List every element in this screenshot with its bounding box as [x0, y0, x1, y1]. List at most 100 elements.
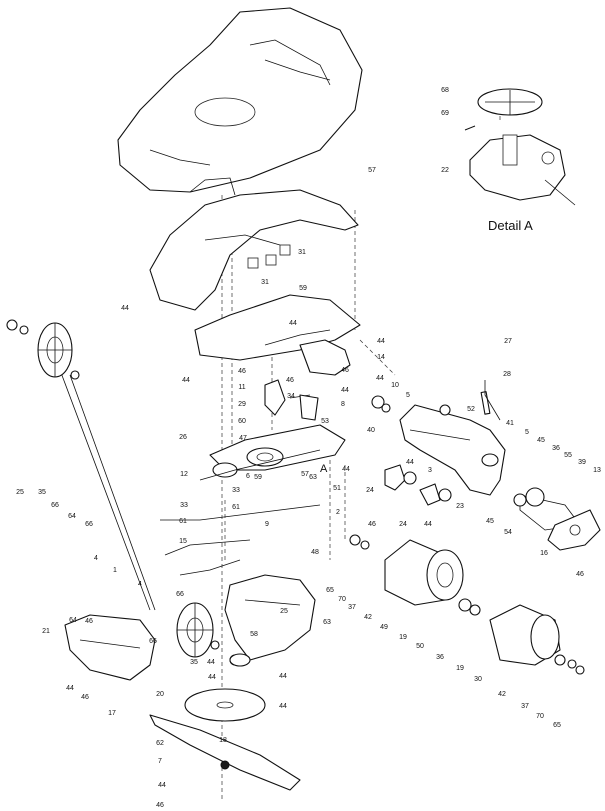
front-bracket: [64, 614, 156, 681]
part-number-label: 41: [506, 420, 514, 427]
cutting-blade: [149, 714, 301, 791]
part-number-label: 42: [364, 614, 372, 621]
part-number-label: 44: [279, 703, 287, 710]
part-number-label: 70: [536, 713, 544, 720]
part-number-label: 25: [16, 489, 24, 496]
part-number-label: 42: [498, 691, 506, 698]
part-number-label: 55: [564, 452, 572, 459]
part-number-label: 44: [342, 466, 350, 473]
part-number-label: 44: [158, 782, 166, 789]
part-number-label: 16: [540, 550, 548, 557]
part-number-label: 44: [376, 375, 384, 382]
part-number-label: 8: [341, 401, 345, 408]
part-number-label: 61: [179, 518, 187, 525]
part-number-label: 4: [138, 581, 142, 588]
part-number-label: 53: [321, 418, 329, 425]
rear-housing: [224, 574, 316, 667]
part-number-label: 22: [441, 167, 449, 174]
part-number-label: 12: [180, 471, 188, 478]
part-number-label: 50: [416, 643, 424, 650]
part-number-label: 65: [326, 587, 334, 594]
part-number-label: 29: [238, 401, 246, 408]
part-number-label: 52: [467, 406, 475, 413]
part-number-label: 48: [311, 549, 319, 556]
part-number-label: 44: [207, 659, 215, 666]
part-number-label: 34: [287, 393, 295, 400]
part-number-label: 4: [94, 555, 98, 562]
detail-a-gearbox: [464, 88, 576, 206]
part-number-label: 31: [298, 249, 306, 256]
part-number-label: 36: [552, 445, 560, 452]
part-number-label: 46: [368, 521, 376, 528]
part-number-label: 66: [85, 521, 93, 528]
rear-wheel: [176, 602, 214, 658]
part-number-label: 11: [238, 384, 245, 391]
part-number-label: 44: [208, 674, 216, 681]
part-number-label: 37: [521, 703, 529, 710]
rear-roller-secondary: [489, 604, 561, 666]
front-wheel-left: [37, 322, 73, 378]
part-number-label: 33: [180, 502, 188, 509]
detail-a-marker: A: [320, 463, 328, 475]
part-number-label: 44: [377, 338, 385, 345]
part-number-label: 20: [156, 691, 164, 698]
part-number-label: 44: [424, 521, 432, 528]
part-number-label: 63: [309, 474, 317, 481]
part-number-label: 45: [486, 518, 494, 525]
part-number-label: 69: [441, 110, 449, 117]
part-number-label: 68: [441, 87, 449, 94]
part-number-label: 15: [179, 538, 187, 545]
part-number-label: 44: [66, 685, 74, 692]
part-number-label: 46: [341, 367, 349, 374]
gearbox-parts: [371, 395, 452, 506]
part-number-label: 5: [406, 392, 410, 399]
part-number-labels: 5768692231315944444427144444281046461134…: [16, 87, 601, 809]
part-number-label: 3: [428, 467, 432, 474]
part-number-label: 62: [156, 740, 164, 747]
part-number-label: 66: [51, 502, 59, 509]
part-number-label: 44: [182, 377, 190, 384]
side-cover: [547, 509, 601, 551]
part-number-label: 59: [254, 474, 262, 481]
detail-a-title: Detail A: [488, 218, 533, 233]
grass-collector-housing: [117, 7, 363, 196]
part-number-label: 36: [436, 654, 444, 661]
part-number-label: 64: [69, 617, 77, 624]
part-number-label: 7: [158, 758, 162, 765]
part-number-label: 21: [42, 628, 50, 635]
part-number-label: 25: [280, 608, 288, 615]
part-number-label: 2: [336, 509, 340, 516]
part-number-label: 54: [504, 529, 512, 536]
part-number-label: 30: [474, 676, 482, 683]
part-number-label: 17: [108, 710, 116, 717]
part-number-label: 35: [190, 659, 198, 666]
part-number-label: 39: [578, 459, 586, 466]
rear-chute-housing: [149, 189, 359, 311]
part-number-label: 64: [68, 513, 76, 520]
part-number-label: 47: [239, 435, 247, 442]
part-number-label: 37: [348, 604, 356, 611]
part-number-label: 60: [238, 418, 246, 425]
height-adjust-lever: [264, 339, 351, 421]
part-number-label: 35: [38, 489, 46, 496]
rear-roller-main: [384, 539, 464, 606]
part-number-label: 66: [149, 638, 157, 645]
part-number-label: 24: [366, 487, 374, 494]
part-number-label: 46: [81, 694, 89, 701]
part-number-label: 33: [232, 487, 240, 494]
blade-disc: [184, 688, 266, 722]
part-number-label: 5: [525, 429, 529, 436]
part-number-label: 70: [338, 596, 346, 603]
part-number-label: 63: [323, 619, 331, 626]
part-number-label: 44: [341, 387, 349, 394]
part-number-label: 13: [593, 467, 601, 474]
part-number-label: 18: [219, 737, 227, 744]
part-number-label: 44: [121, 305, 129, 312]
part-number-label: 51: [333, 485, 341, 492]
part-number-label: 58: [250, 631, 258, 638]
part-number-label: 24: [399, 521, 407, 528]
drive-belt-assembly: [209, 424, 346, 478]
part-number-label: 14: [377, 354, 385, 361]
part-number-label: 44: [406, 459, 414, 466]
part-number-label: 9: [265, 521, 269, 528]
